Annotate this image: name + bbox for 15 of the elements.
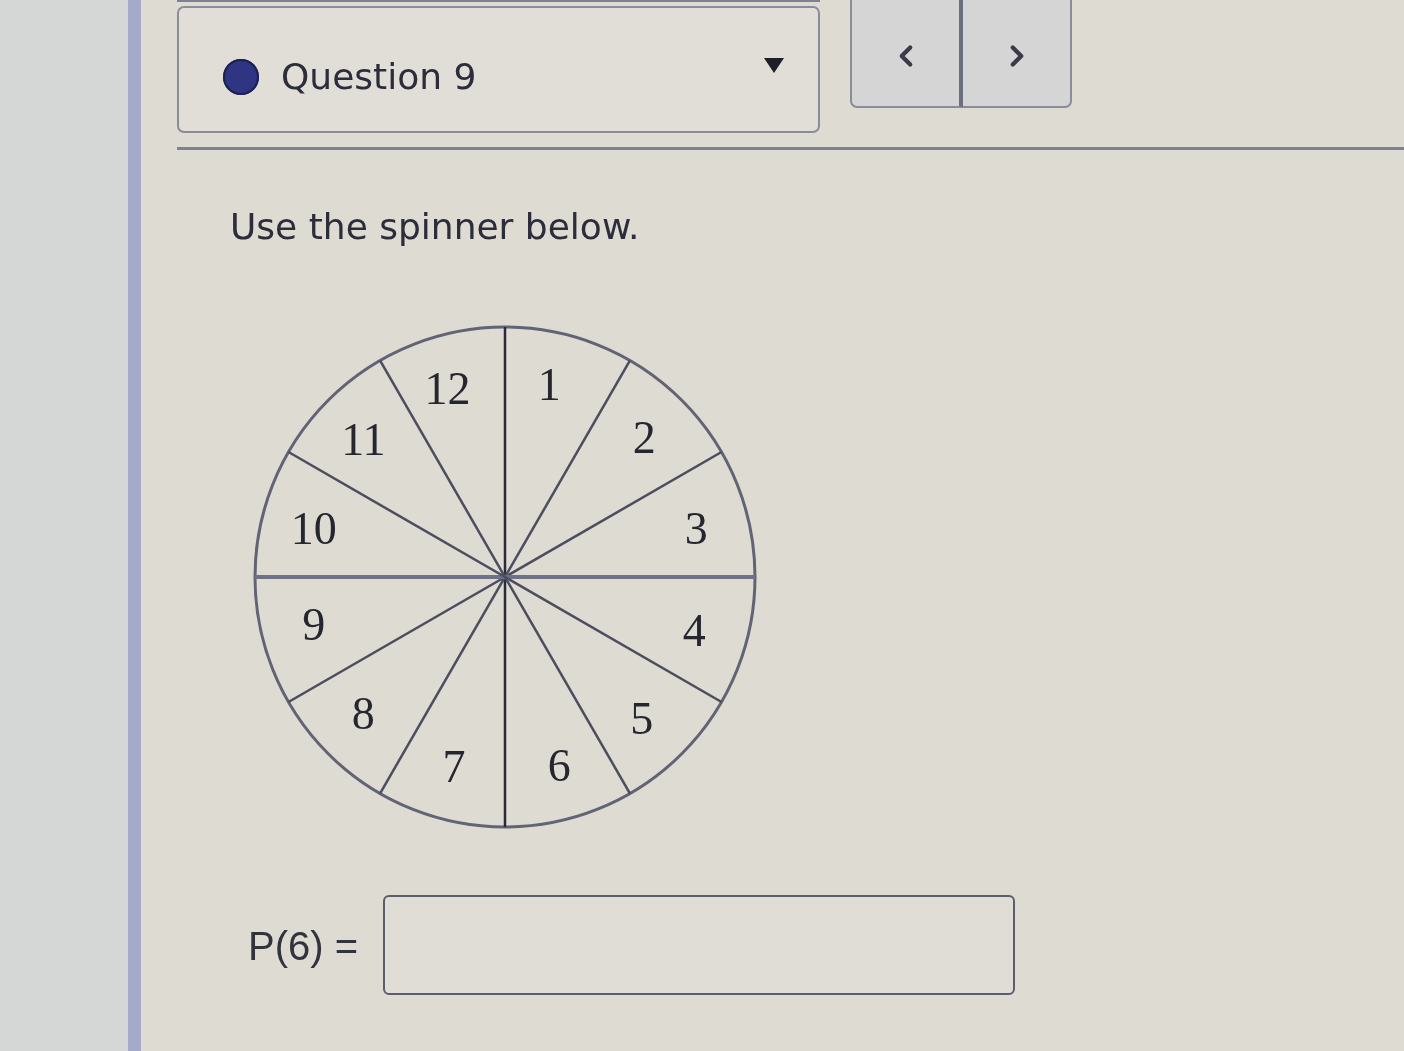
sector-number: 3: [684, 506, 708, 553]
sector-number: 5: [630, 695, 654, 742]
sector-number: 12: [424, 365, 471, 412]
sector-number: 7: [442, 744, 466, 791]
probability-label: P(6) =: [248, 924, 359, 969]
sector-number: 2: [632, 414, 656, 461]
sector-number: 10: [290, 506, 337, 553]
sector-number: 1: [537, 362, 561, 409]
sector-number: 11: [341, 417, 386, 464]
sector-number: 8: [351, 690, 375, 737]
sector-number: 4: [682, 608, 706, 655]
question-prompt: Use the spinner below.: [230, 206, 640, 247]
question-dropdown: Question 9: [177, 6, 820, 133]
sector-number: 9: [302, 601, 326, 648]
sector-number: 6: [547, 743, 571, 790]
